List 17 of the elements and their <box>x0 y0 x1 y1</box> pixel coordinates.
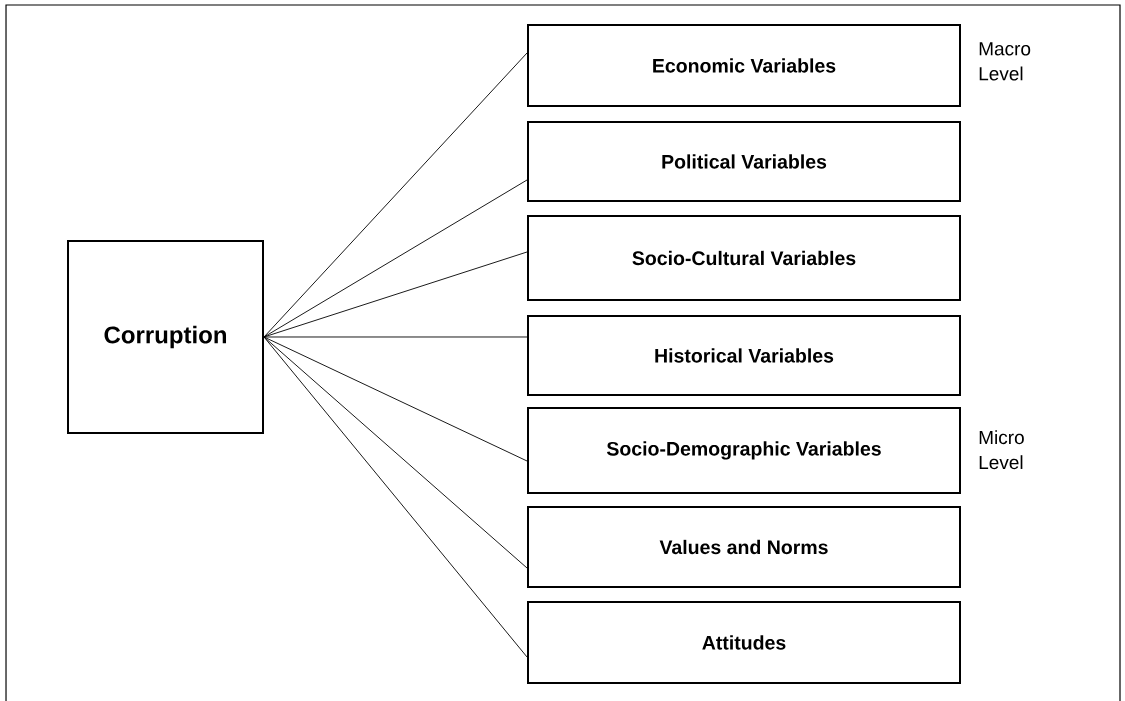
connector-line <box>263 251 528 338</box>
connector-line <box>263 336 528 658</box>
variable-box: Political Variables <box>527 121 961 202</box>
main-box: Corruption <box>67 240 264 434</box>
variable-box: Economic Variables <box>527 24 961 107</box>
variable-box: Socio-Demographic Variables <box>527 407 961 494</box>
variable-box: Historical Variables <box>527 315 961 396</box>
variable-box: Values and Norms <box>527 506 961 588</box>
variable-box: Attitudes <box>527 601 961 684</box>
connector-line <box>263 52 528 338</box>
connector-line <box>263 336 528 338</box>
level-label: Macro Level <box>979 42 1031 81</box>
connector-line <box>263 179 528 338</box>
connector-line <box>263 336 528 462</box>
variable-box: Socio-Cultural Variables <box>527 215 961 301</box>
connector-line <box>263 336 528 569</box>
level-label: Micro Level <box>979 430 1024 470</box>
